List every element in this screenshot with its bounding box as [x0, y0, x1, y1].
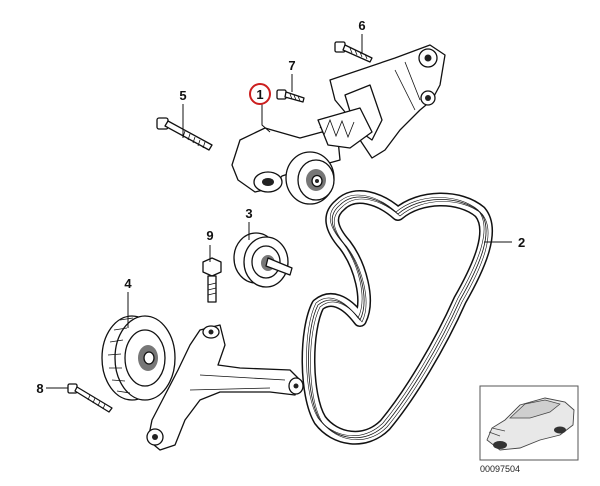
callout-6: 6 — [358, 18, 365, 33]
callout-1: 1 — [256, 87, 263, 102]
deflection-pulley-bracket — [101, 315, 304, 451]
leader-lines — [46, 34, 512, 389]
bolt-part-5 — [156, 117, 213, 151]
drive-belt — [301, 190, 494, 445]
callouts: 1 2 3 4 5 6 7 8 9 — [36, 18, 525, 396]
callout-9: 9 — [206, 228, 213, 243]
bolt-part-7 — [276, 89, 305, 103]
callout-2: 2 — [518, 235, 525, 250]
idler-pulley — [233, 232, 293, 288]
callout-1-highlight-ring — [249, 83, 271, 105]
callout-5: 5 — [179, 88, 186, 103]
callout-3: 3 — [245, 206, 252, 221]
callout-8: 8 — [36, 381, 43, 396]
car-icon — [486, 397, 575, 451]
callout-4: 4 — [124, 276, 132, 291]
callout-7: 7 — [288, 58, 295, 73]
bolt-part-6 — [334, 41, 373, 63]
bolt-part-9 — [202, 257, 222, 303]
vehicle-thumbnail: 00097504 — [479, 385, 579, 474]
belt-tensioner — [231, 107, 373, 205]
bolt-part-8 — [67, 383, 113, 413]
reference-number: 00097504 — [480, 464, 520, 474]
